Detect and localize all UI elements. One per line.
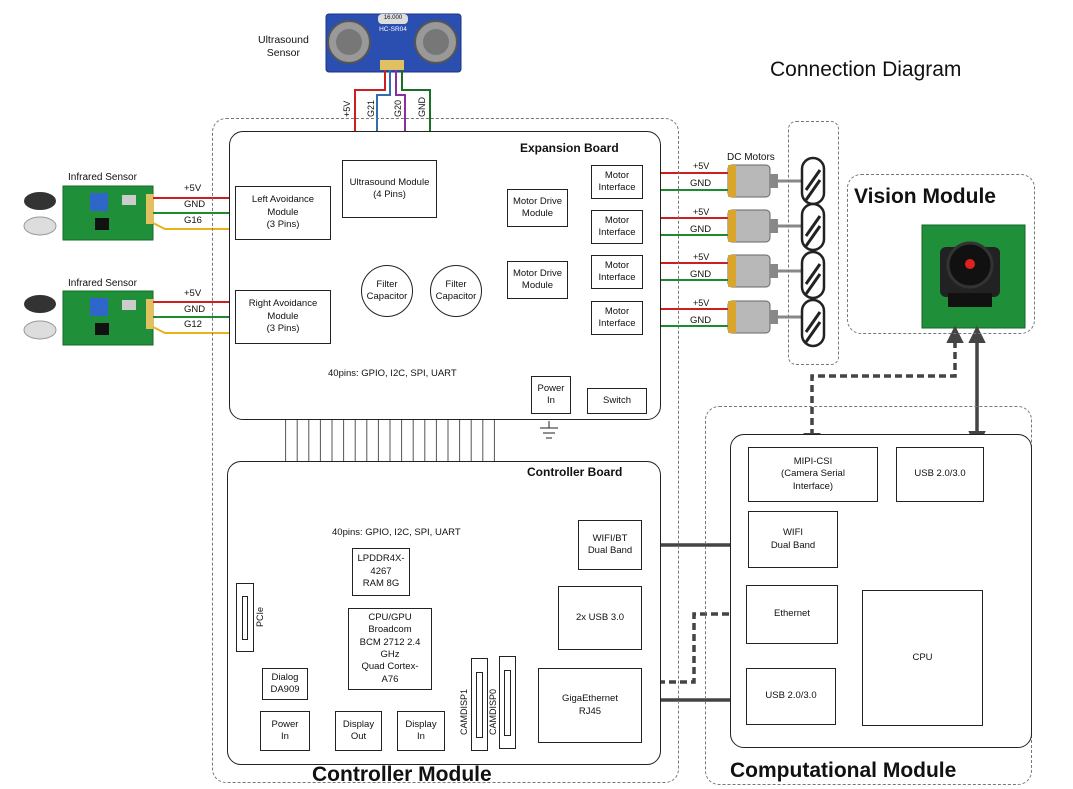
motor-wire-label: +5V	[693, 252, 710, 262]
mipi-csi: MIPI-CSI (Camera Serial Interface)	[748, 447, 878, 502]
vision-module-title: Vision Module	[854, 185, 996, 208]
gigaethernet-port: GigaEthernet RJ45	[538, 668, 642, 743]
ram-chip: LPDDR4X- 4267 RAM 8G	[352, 548, 410, 596]
diagram-title: Connection Diagram	[770, 58, 962, 81]
motor-wire-label: +5V	[693, 298, 710, 308]
camdisp1-inner	[476, 672, 483, 738]
motor-wire-label: +5V	[693, 207, 710, 217]
ultrasound-wire-label: G20	[393, 99, 403, 117]
ultrasound-freq-text: 16.000	[383, 15, 403, 21]
ground-symbol	[540, 421, 558, 439]
wifi-dual-band: WIFI Dual Band	[748, 511, 838, 568]
expansion-board-title: Expansion Board	[520, 141, 619, 155]
wheels-frame	[788, 121, 839, 365]
ir2-wire-label: +5V	[184, 288, 202, 299]
usb3-ports: 2x USB 3.0	[558, 586, 642, 650]
dc-motors-label: DC Motors	[727, 152, 775, 163]
right-avoidance-module: Right Avoidance Module (3 Pins)	[235, 290, 331, 344]
ir1-wire-label: G16	[184, 215, 202, 226]
controller-gpio-label: 40pins: GPIO, I2C, SPI, UART	[332, 527, 461, 538]
display-in-port: Display In	[397, 711, 445, 751]
camdisp0-inner	[504, 670, 511, 736]
expansion-power-in: Power In	[531, 376, 571, 414]
controller-module-title: Controller Module	[312, 763, 492, 786]
connection-arrows	[643, 325, 986, 709]
ultrasound-module: Ultrasound Module (4 Pins)	[342, 160, 437, 218]
display-out-port: Display Out	[335, 711, 382, 751]
ethernet: Ethernet	[746, 585, 838, 644]
motor-wire-label: GND	[690, 224, 712, 235]
dialog-chip: Dialog DA909	[262, 668, 308, 700]
controller-module-frame	[212, 118, 679, 783]
controller-power-in: Power In	[260, 711, 310, 751]
camera-image	[921, 224, 1026, 329]
left-avoidance-module: Left Avoidance Module (3 Pins)	[235, 186, 331, 240]
motor-interface-3: Motor Interface	[591, 255, 643, 289]
motor-drive-module-1: Motor Drive Module	[507, 189, 568, 227]
wifi-bt-module: WIFI/BT Dual Band	[578, 520, 642, 570]
ir1-wire-label: GND	[184, 199, 206, 210]
expansion-switch: Switch	[587, 388, 647, 414]
controller-board-title: Controller Board	[527, 465, 623, 479]
ir2-wire-label: GND	[184, 304, 206, 315]
infrared-sensor-image-1	[23, 185, 154, 241]
motor-interface-2: Motor Interface	[591, 210, 643, 244]
camdisp1-label: CAMDISP1	[459, 688, 469, 735]
ir2-wire-label: G12	[184, 319, 202, 330]
motor-wire-label: GND	[690, 178, 712, 189]
motor-drive-module-2: Motor Drive Module	[507, 261, 568, 299]
pcie-label: PCIe	[255, 606, 265, 627]
filter-capacitor-1: Filter Capacitor	[361, 265, 413, 317]
ultrasound-chip-text: HC-SR04	[379, 26, 407, 33]
cpu-gpu-chip: CPU/GPU Broadcom BCM 2712 2.4 GHz Quad C…	[348, 608, 432, 690]
motor-wire-label: GND	[690, 315, 712, 326]
infrared-sensor-label: Infrared Sensor	[68, 278, 137, 289]
infrared-sensor-image-2	[23, 290, 154, 346]
dc-motors-image	[727, 164, 805, 334]
ultrasound-sensor-label: Ultrasound Sensor	[258, 34, 309, 60]
vision-module-frame	[847, 174, 1035, 334]
expansion-board	[229, 131, 661, 420]
usb-top: USB 2.0/3.0	[896, 447, 984, 502]
expansion-gpio-label: 40pins: GPIO, I2C, SPI, UART	[328, 368, 457, 379]
cpu: CPU	[862, 590, 983, 726]
motor-wire-label: GND	[690, 269, 712, 280]
ir1-wire-label: +5V	[184, 183, 202, 194]
motor-interface-1: Motor Interface	[591, 165, 643, 199]
filter-capacitor-2: Filter Capacitor	[430, 265, 482, 317]
infrared-sensor-label: Infrared Sensor	[68, 172, 137, 183]
ultrasound-wires	[354, 70, 431, 160]
ultrasound-sensor-image	[325, 13, 462, 73]
ultrasound-wire-label: G21	[366, 99, 376, 117]
computational-module-title: Computational Module	[730, 759, 957, 782]
pcie-slot-inner	[242, 596, 248, 640]
motor-wire-label: +5V	[693, 161, 710, 171]
ultrasound-wire-label: +5V	[342, 100, 352, 117]
camdisp0-label: CAMDISP0	[488, 688, 498, 735]
motor-interface-4: Motor Interface	[591, 301, 643, 335]
ultrasound-wire-label: GND	[417, 97, 427, 117]
usb-bottom: USB 2.0/3.0	[746, 668, 836, 725]
